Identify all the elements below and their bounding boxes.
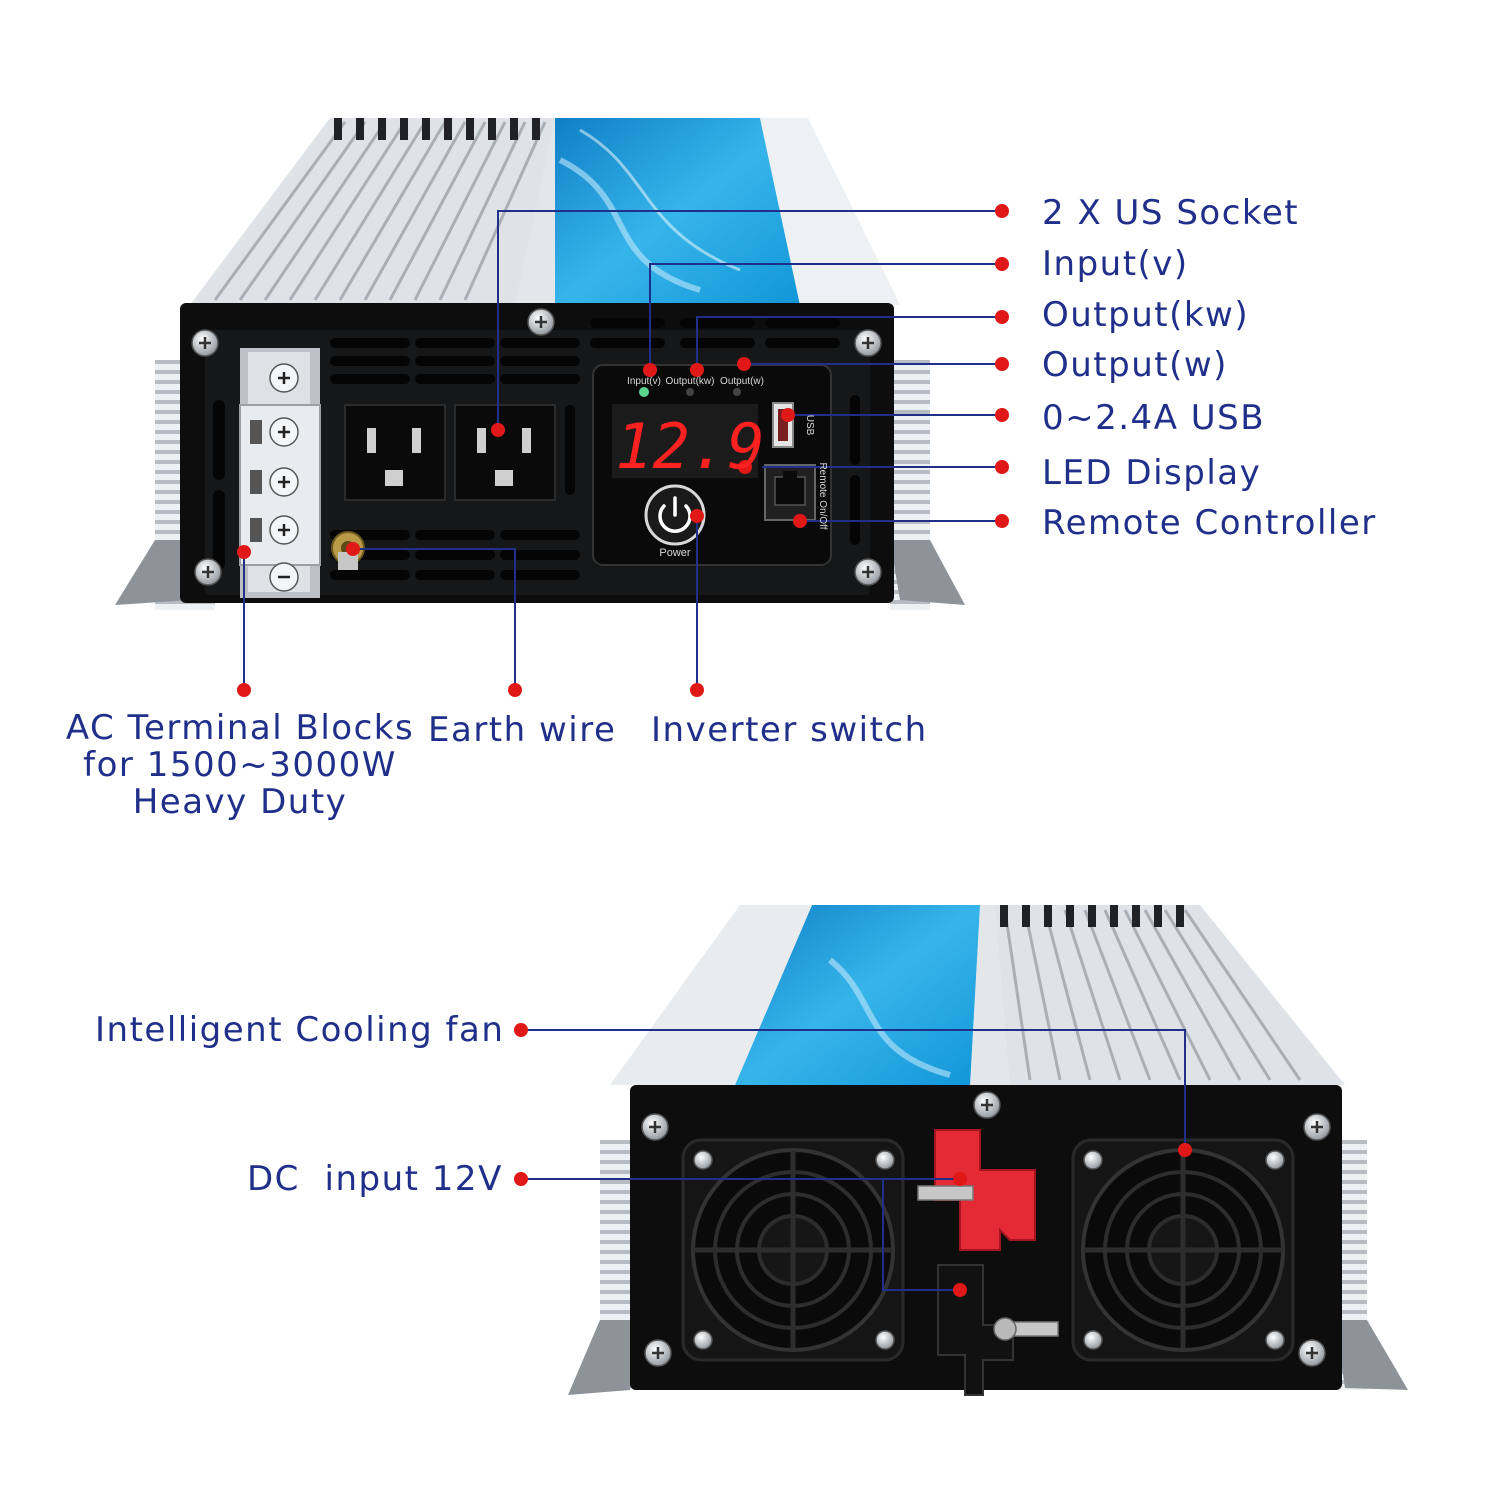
indicator-kw-led (686, 388, 694, 396)
ac-terminal-block (239, 348, 321, 598)
callout-dots (237, 204, 1192, 1297)
led-display-window (612, 404, 758, 478)
usb-label: USB (804, 415, 815, 436)
leader-us-socket (497, 210, 1002, 430)
power-label: Power (659, 547, 691, 559)
dc-positive-terminal (917, 1129, 1036, 1251)
callout-inverter-switch: Inverter switch (651, 710, 928, 750)
callout-remote-controller: Remote Controller (1042, 503, 1377, 543)
indicator-input-label: Input(v) (627, 376, 661, 387)
rj11-port-icon (764, 464, 816, 521)
callout-input-v: Input(v) (1042, 244, 1189, 284)
rear-inverter-view (568, 905, 1408, 1396)
callout-dc-input: DC input 12V (247, 1159, 503, 1199)
front-vent-slots (213, 318, 860, 580)
leader-earth-wire (353, 548, 516, 690)
indicator-kw-label: Output(kw) (666, 376, 715, 387)
callout-cooling-fan: Intelligent Cooling fan (95, 1010, 505, 1050)
callout-led-display: LED Display (1042, 453, 1262, 493)
leader-dc-input-neg (882, 1179, 960, 1291)
callout-us-socket: 2 X US Socket (1042, 193, 1300, 233)
indicator-input-led (639, 387, 649, 397)
callout-ac-terminal-line-1: AC Terminal Blocks (65, 708, 415, 748)
callout-ac-terminal: AC Terminal Blocks for 1500~3000W Heavy … (50, 710, 430, 821)
fan-icon (1071, 1138, 1295, 1362)
fan-icon (681, 1138, 905, 1362)
leader-lines (243, 210, 1186, 1291)
leader-cooling-fan (521, 1029, 1186, 1150)
callout-ac-terminal-line-2: for 1500~3000W (83, 745, 397, 785)
callout-usb: 0~2.4A USB (1042, 398, 1266, 438)
dc-negative-terminal (937, 1264, 1059, 1396)
indicator-w-label: Output(w) (720, 376, 764, 387)
callout-ac-terminal-line-3: Heavy Duty (132, 782, 348, 822)
screw-icon (641, 1091, 1331, 1367)
power-icon[interactable] (644, 484, 706, 546)
indicator-w-led (733, 388, 741, 396)
screw-icon (191, 308, 882, 586)
us-outlet-icon (344, 404, 556, 501)
callout-output-kw: Output(kw) (1042, 295, 1250, 335)
callout-output-w: Output(w) (1042, 345, 1228, 385)
callout-earth-wire: Earth wire (428, 710, 617, 750)
led-display-value: 12.9 (615, 410, 764, 483)
leader-input-v (649, 263, 1002, 370)
remote-label: Remote On/Off (817, 462, 828, 529)
leader-output-kw (696, 316, 1002, 370)
rear-top-fins (995, 905, 1345, 1085)
